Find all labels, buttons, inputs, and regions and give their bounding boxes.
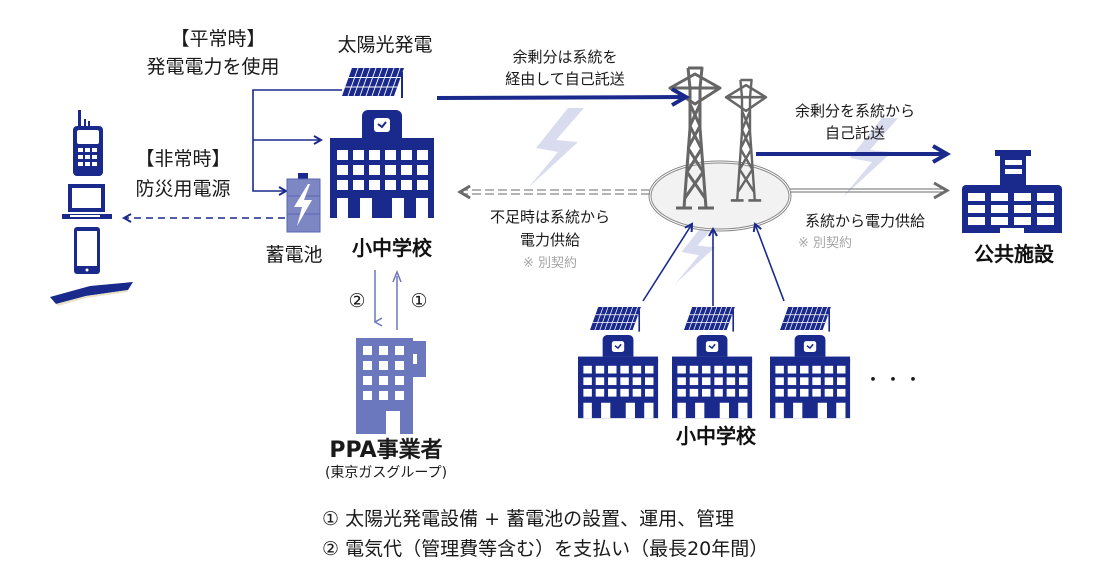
solar-panel-icon bbox=[683, 306, 736, 333]
shortage-line2: 電力供給 bbox=[519, 231, 580, 249]
smartphone-icon bbox=[74, 227, 100, 274]
normal-time-title: 【平常時】 bbox=[170, 28, 266, 50]
school-building-icon bbox=[671, 334, 753, 419]
laptop-icon bbox=[62, 184, 112, 219]
school-main-label: 小中学校 bbox=[352, 236, 432, 260]
public-facility-label: 公共施設 bbox=[974, 242, 1054, 266]
emergency-desc: 防災用電源 bbox=[135, 178, 231, 200]
schools-group-label: 小中学校 bbox=[676, 424, 756, 448]
battery-icon bbox=[286, 173, 321, 233]
ellipsis: ・・・ bbox=[864, 370, 924, 391]
ppa-group: (東京ガスグループ) bbox=[324, 465, 448, 481]
grid-to-school-dashed-arrow bbox=[457, 184, 650, 200]
step-2-marker: ② bbox=[348, 290, 366, 312]
solar-panel-icon bbox=[589, 306, 642, 333]
ppa-name: PPA事業者 bbox=[329, 438, 443, 463]
solar-label: 太陽光発電 bbox=[337, 34, 433, 56]
surplus-to-public-line2: 自己託送 bbox=[824, 124, 885, 142]
school-building-icon bbox=[769, 334, 851, 419]
separate-contract-note: ※ 別契約 bbox=[798, 236, 853, 251]
ppa-building-icon bbox=[356, 338, 426, 434]
legend-item-1: ① 太陽光発電設備 + 蓄電池の設置、運用、管理 bbox=[322, 508, 735, 530]
grid-supply-label: 系統から電力供給 bbox=[804, 212, 925, 230]
solar-panel-icon bbox=[779, 306, 832, 333]
legend-item-2: ② 電気代（管理費等含む）を支払い（最長20年間） bbox=[322, 538, 769, 560]
shortage-line1: 不足時は系統から bbox=[489, 208, 610, 226]
school-building-icon bbox=[329, 109, 435, 219]
surplus-to-grid-arrow bbox=[436, 97, 686, 98]
school-to-grid-arrow bbox=[755, 224, 785, 302]
emergency-title: 【非常時】 bbox=[135, 148, 231, 170]
surplus-to-public-line1: 余剰分を系統から bbox=[794, 102, 915, 120]
normal-time-desc: 発電電力を使用 bbox=[146, 56, 280, 78]
school-building-icon bbox=[577, 334, 659, 419]
radio-transceiver-icon bbox=[73, 110, 103, 176]
legend: ① 太陽光発電設備 + 蓄電池の設置、運用、管理 ② 電気代（管理費等含む）を支… bbox=[322, 504, 768, 564]
battery-label: 蓄電池 bbox=[265, 244, 323, 266]
solar-panel-icon bbox=[341, 67, 405, 99]
school-to-grid-arrow bbox=[642, 224, 692, 302]
surplus-via-grid-line2: 経由して自己託送 bbox=[505, 70, 625, 88]
public-facility-icon bbox=[962, 150, 1062, 233]
surplus-via-grid-line1: 余剰分は系統を bbox=[512, 48, 618, 66]
separate-contract-note: ※ 別契約 bbox=[522, 256, 578, 271]
grid-supply-to-public-arrow bbox=[790, 181, 951, 200]
lightning-decoration bbox=[528, 108, 584, 188]
step-1-marker: ① bbox=[410, 290, 428, 312]
mat-icon bbox=[50, 282, 133, 306]
